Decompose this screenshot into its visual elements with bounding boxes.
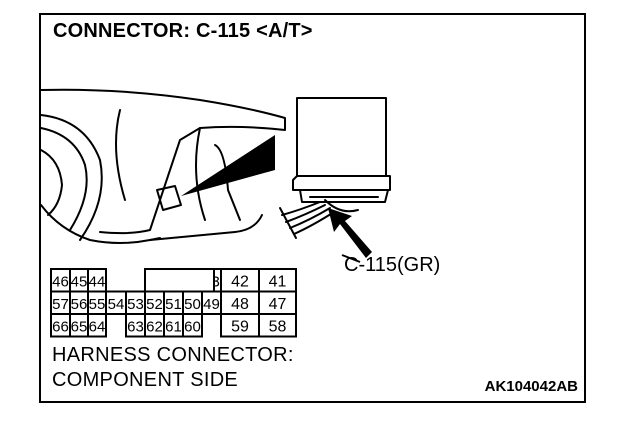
pin-label: 64: [89, 318, 106, 335]
pin-label: 61: [165, 318, 182, 335]
ecu-mount-location: [156, 185, 182, 211]
pin-label: 51: [165, 296, 182, 313]
connector-callout-label: C-115(GR): [344, 254, 441, 276]
wire-harness: [281, 201, 335, 235]
pin-cell: [87, 313, 107, 338]
callout-wedge: [181, 135, 275, 196]
pin-label: 49: [203, 296, 220, 313]
pin-label: 57: [52, 296, 69, 313]
pin-label: 55: [89, 296, 106, 313]
pin-label: 66: [52, 318, 69, 335]
figure-code: AK104042AB: [484, 378, 578, 395]
pin-label: 65: [71, 318, 88, 335]
pin-label: 42: [231, 273, 249, 290]
pin-label: 50: [184, 296, 201, 313]
pin-label: 63: [127, 318, 144, 335]
pin-label: 45: [71, 273, 88, 290]
diagram-frame: [39, 13, 586, 403]
connector-pinout: 4645444342415756555453525150494847666564…: [50, 268, 297, 338]
pin-label: 53: [127, 296, 144, 313]
callout-arrow: [328, 208, 372, 258]
steering-wheel: [40, 114, 103, 241]
pin-cell: [258, 313, 297, 338]
harness-caption-line2: COMPONENT SIDE: [52, 369, 239, 391]
pin-label: 58: [269, 318, 287, 335]
pin-label: 62: [146, 318, 163, 335]
dashboard-lower: [40, 204, 263, 244]
ecu-module: [296, 97, 387, 177]
pin-label: 41: [269, 273, 287, 290]
pin-label: 48: [231, 296, 249, 313]
connector-title: CONNECTOR: C-115 <A/T>: [53, 20, 313, 42]
pin-label: 56: [71, 296, 88, 313]
pin-label: 60: [184, 318, 201, 335]
harness-caption-line1: HARNESS CONNECTOR:: [52, 344, 294, 366]
pin-label: 44: [89, 273, 106, 290]
pin-cell: [182, 313, 203, 338]
connector-key: [144, 268, 215, 293]
pin-label: 52: [146, 296, 163, 313]
pin-label: 59: [231, 318, 249, 335]
pin-label: 47: [269, 296, 287, 313]
dashboard-outline: [40, 88, 286, 235]
pin-label: 46: [52, 273, 69, 290]
pin-label: 54: [108, 296, 125, 313]
